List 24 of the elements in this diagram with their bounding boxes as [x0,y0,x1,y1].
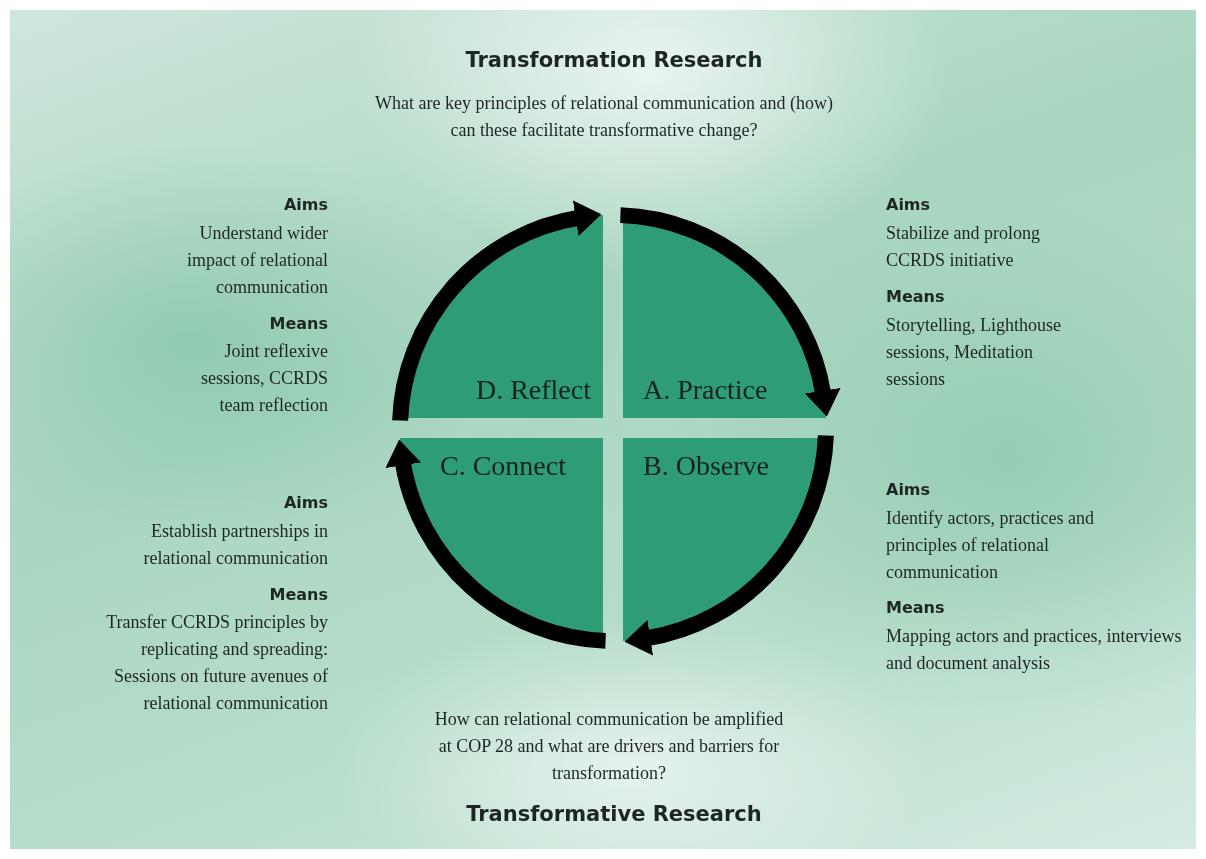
quadrant-label: C. Connect [440,450,566,482]
section-heading: Means [268,313,328,335]
quadrant-label: B. Observe [643,450,769,482]
section-heading: Aims [282,492,328,514]
diagram-title: Transformation Research [464,47,764,74]
section-heading: Aims [886,194,932,216]
description-text: Identify actors, practices and principles of relational communication [886,507,1095,584]
description-text: Storytelling, Lighthouse sessions, Meditation sessions [886,314,1061,391]
section-heading: Aims [886,479,932,501]
research-question: How can relational communication be amplified at COP 28 and what are drivers and barriers for transformation? [434,708,784,785]
description-text: Understand wider impact of relational communication [186,222,328,299]
diagram-heading: Transformative Research [465,801,763,828]
description-text: Joint reflexive sessions, CCRDS team reflection [199,340,328,417]
section-heading: Aims [282,194,328,216]
description-text: Transfer CCRDS principles by replicating and spreading: Sessions on future avenues of relational communication [105,611,328,715]
description-text: Stabilize and prolong CCRDS initiative [886,222,1041,272]
section-heading: Means [268,584,328,606]
research-question: What are key principles of relational communication and (how) can these facilitate transformative change? [374,92,834,142]
description-text: Establish partnerships in relational communication [142,520,328,570]
quadrant-label: D. Reflect [475,374,591,406]
section-heading: Means [886,286,946,308]
section-heading: Means [886,597,946,619]
quadrant-label: A. Practice [643,374,768,406]
description-text: Mapping actors and practices, interviews and document analysis [886,625,1183,675]
